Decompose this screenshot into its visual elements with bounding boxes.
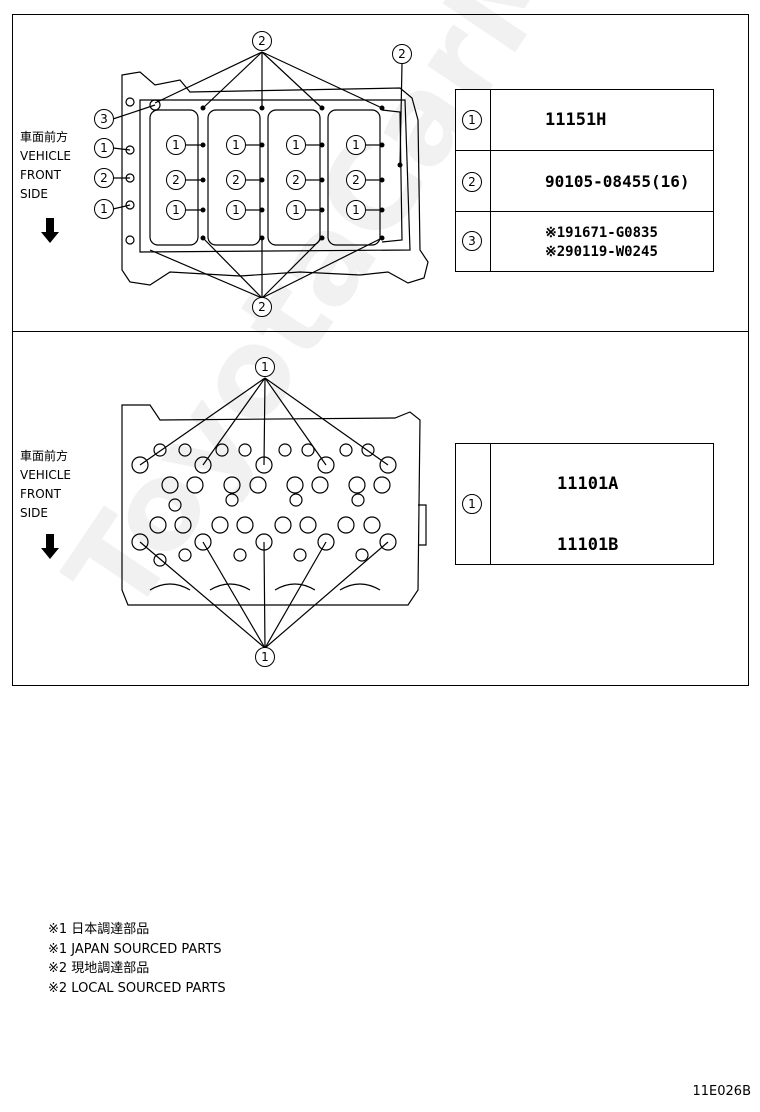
callout-1: 1 xyxy=(94,199,114,219)
top-legend-table xyxy=(455,89,714,272)
side-label-vehicle: VEHICLE xyxy=(20,149,71,163)
side-label-jp: 車面前方 xyxy=(20,449,69,463)
part-number-11101a: 11101A xyxy=(557,474,619,494)
callout-1: 1 xyxy=(166,200,186,220)
callout-1: 1 xyxy=(94,138,114,158)
side-label-front: FRONT xyxy=(20,487,61,501)
callout-2: 2 xyxy=(286,170,306,190)
side-label-side: SIDE xyxy=(20,187,48,201)
footnote: ※1 日本調達部品 xyxy=(48,922,150,937)
part-number-local: ※290119-W0245 xyxy=(545,244,658,260)
side-label-vehicle: VEHICLE xyxy=(20,468,71,482)
side-label-side: SIDE xyxy=(20,506,48,520)
callout-1: 1 xyxy=(346,200,366,220)
callout-2: 2 xyxy=(166,170,186,190)
bottom-legend-table xyxy=(455,443,714,565)
footnotes: ※1 日本調達部品 ※1 JAPAN SOURCED PARTS ※2 現地調達… xyxy=(48,920,226,998)
callout-1: 1 xyxy=(286,135,306,155)
diagram-code: 11E026B xyxy=(692,1084,752,1099)
part-number-11151h: 11151H xyxy=(545,110,607,130)
callout-1: 1 xyxy=(255,647,275,667)
side-label-front: FRONT xyxy=(20,168,61,182)
callout-2: 2 xyxy=(252,297,272,317)
callout-1: 1 xyxy=(346,135,366,155)
side-label-jp: 車面前方 xyxy=(20,130,69,144)
part-number-90105: 90105-08455(16) xyxy=(545,172,690,191)
part-number-11101b: 11101B xyxy=(557,535,619,555)
footnote: ※2 LOCAL SOURCED PARTS xyxy=(48,980,226,996)
callout-2: 2 xyxy=(226,170,246,190)
part-number-japan: ※191671-G0835 xyxy=(545,225,658,241)
callout-1: 1 xyxy=(226,135,246,155)
legend-num-column xyxy=(456,444,491,564)
callout-1: 1 xyxy=(255,357,275,377)
callout-2: 2 xyxy=(392,44,412,64)
legend-callout-3: 3 xyxy=(462,231,482,251)
callout-2: 2 xyxy=(94,168,114,188)
down-arrow-icon xyxy=(41,534,59,559)
callout-2: 2 xyxy=(252,31,272,51)
callout-1: 1 xyxy=(226,200,246,220)
down-arrow-icon xyxy=(41,218,59,243)
callout-2: 2 xyxy=(346,170,366,190)
vehicle-front-side-label-bottom: 車面前方 VEHICLE FRONT SIDE xyxy=(20,447,71,523)
footnote: ※2 現地調達部品 xyxy=(48,961,150,976)
cylinder-head-outline xyxy=(121,404,421,606)
vehicle-front-side-label-top: 車面前方 VEHICLE FRONT SIDE xyxy=(20,128,71,204)
legend-callout-1: 1 xyxy=(462,110,482,130)
callout-1: 1 xyxy=(286,200,306,220)
legend-callout-2: 2 xyxy=(462,172,482,192)
footnote: ※1 JAPAN SOURCED PARTS xyxy=(48,941,222,957)
bottom-panel xyxy=(12,331,749,686)
cam-housing-outline xyxy=(121,71,429,286)
legend-callout-1: 1 xyxy=(462,494,482,514)
callout-3: 3 xyxy=(94,109,114,129)
callout-1: 1 xyxy=(166,135,186,155)
legend-num-column xyxy=(456,90,491,271)
